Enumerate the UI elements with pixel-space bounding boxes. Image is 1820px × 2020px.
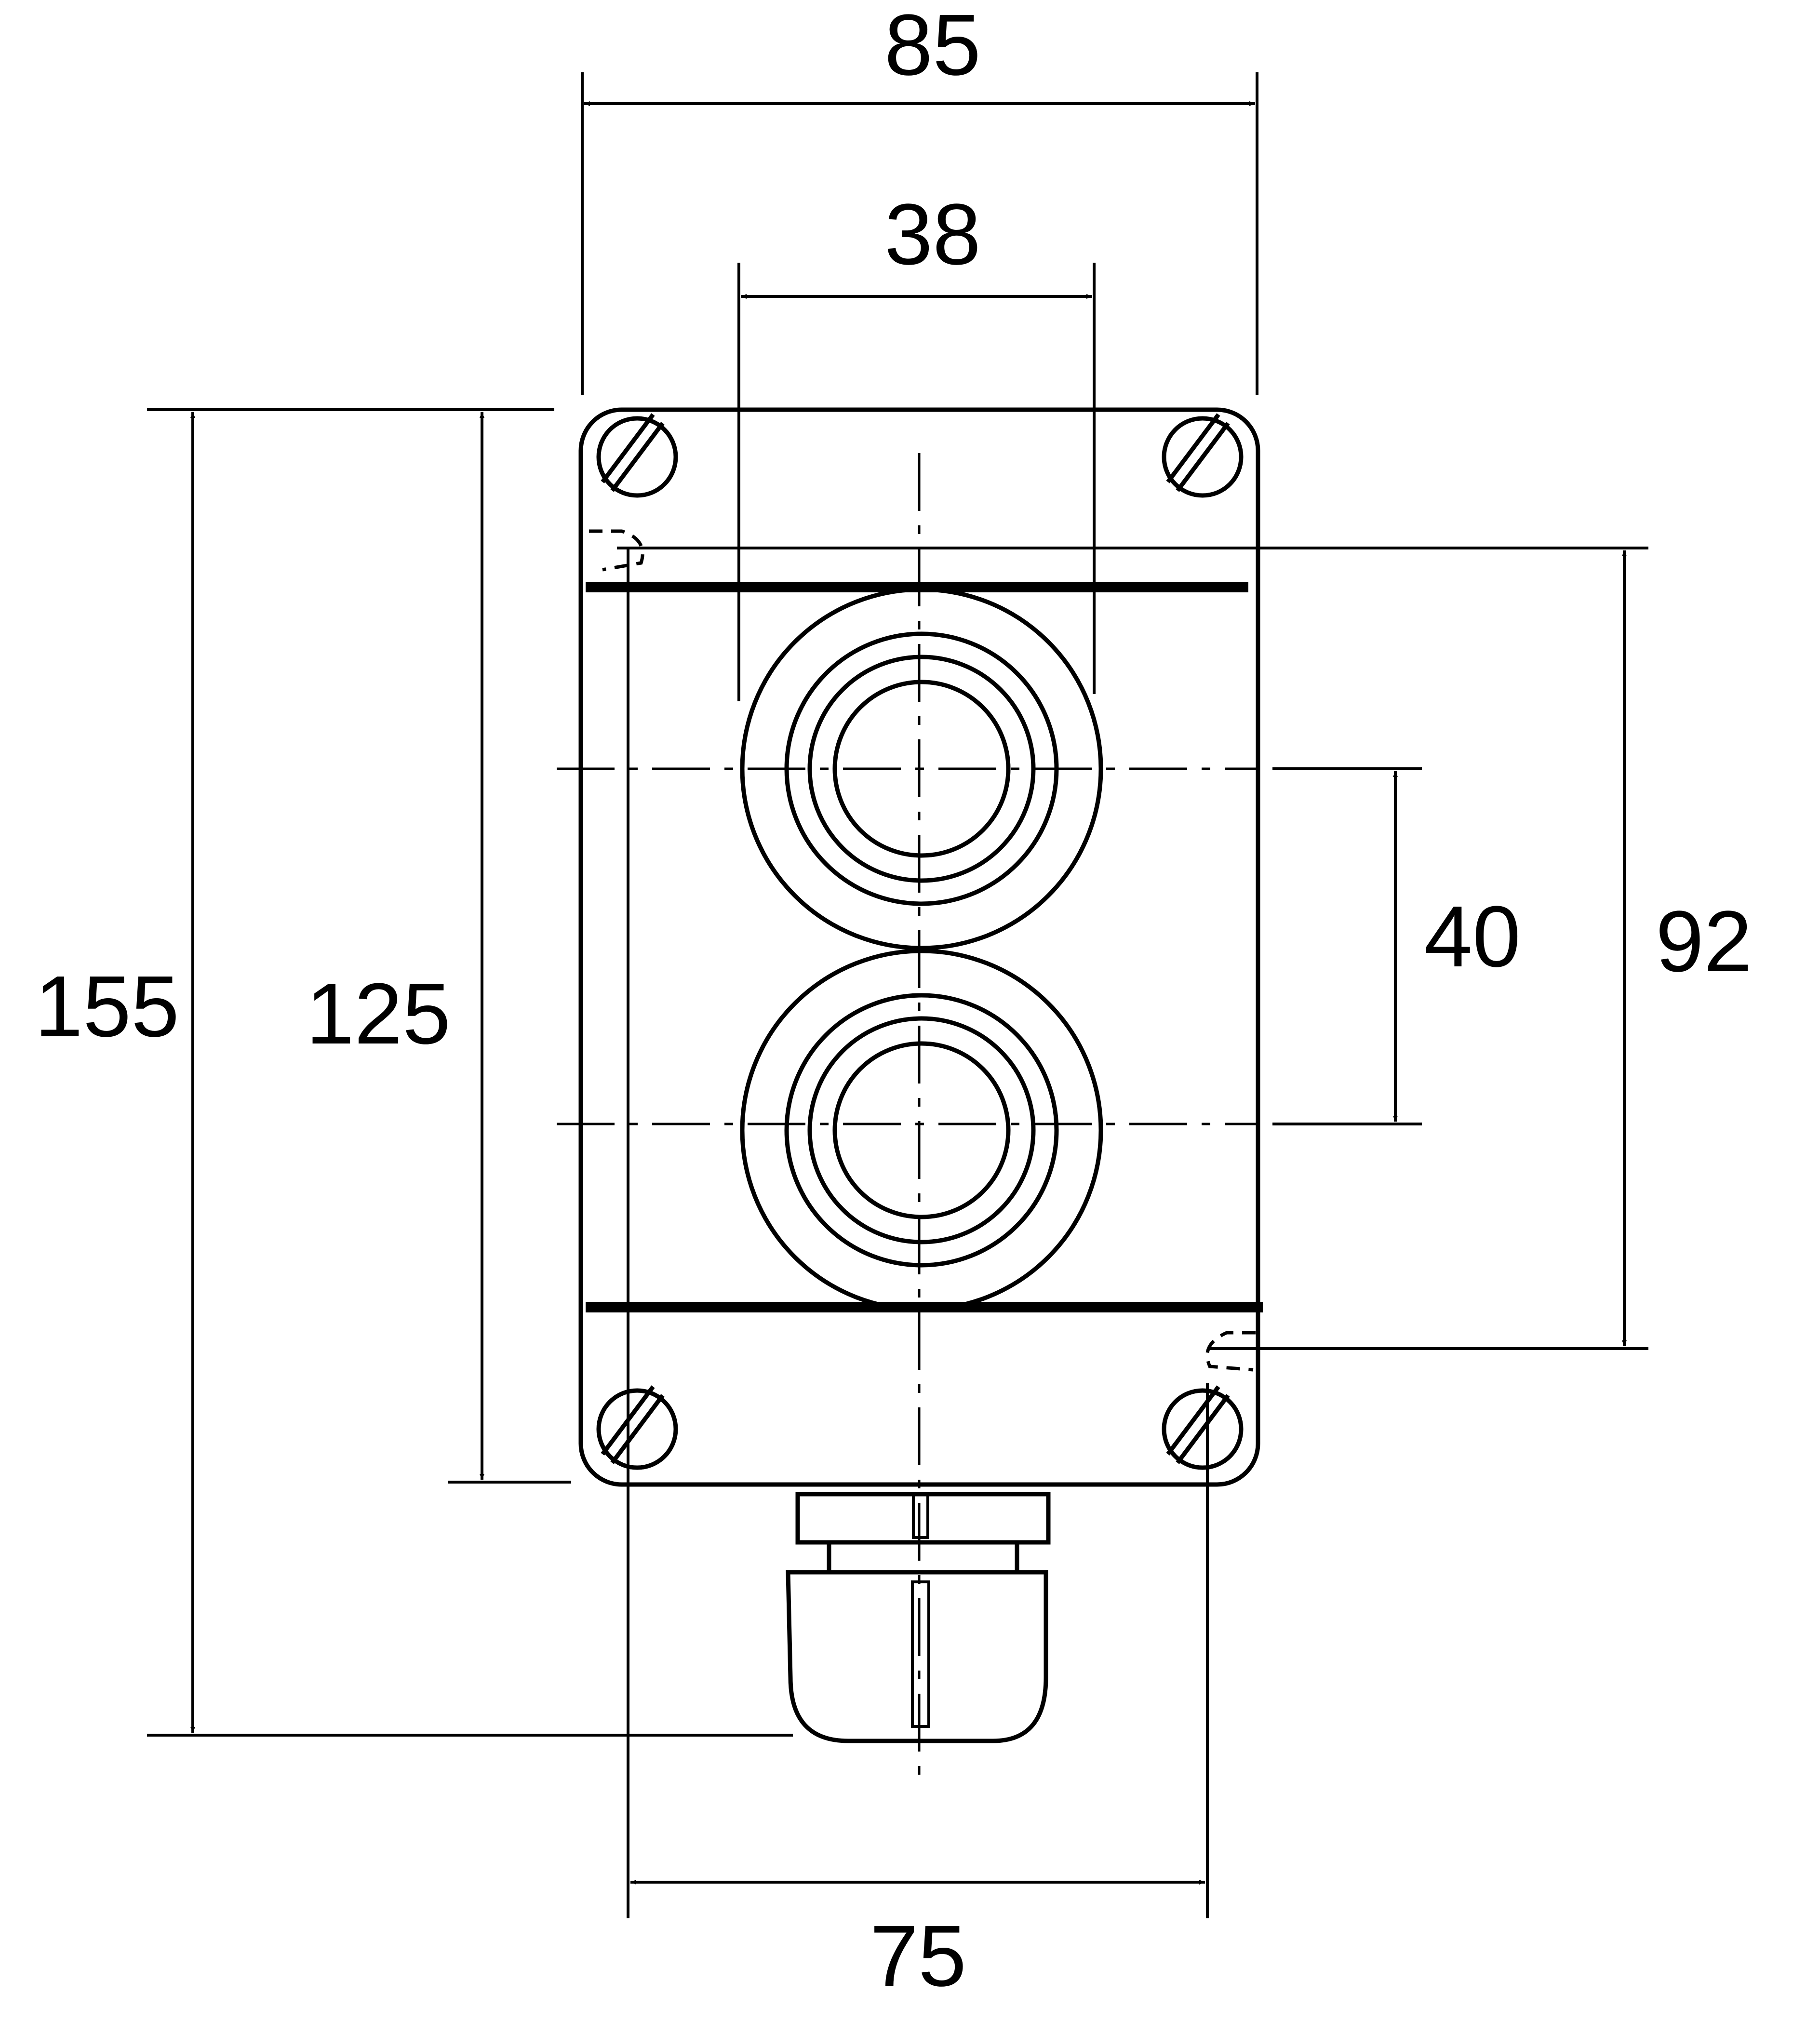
dimension-lines: [147, 72, 1648, 1918]
screw-bottom-left: [596, 1385, 678, 1470]
screw-bottom-right: [1162, 1385, 1244, 1470]
housing: [578, 407, 1263, 1487]
dimension-labels: 85 38 155 125 40 92 75: [35, 0, 1752, 2005]
hidden-hole-markers: [589, 529, 1256, 1372]
label-mount-width: 75: [870, 1908, 966, 2005]
label-mount-height: 92: [1656, 893, 1752, 990]
dimension-arrows: [190, 101, 1627, 1885]
push-button-bottom: [740, 949, 1103, 1312]
label-button-spacing: 40: [1424, 888, 1521, 985]
screw-top-right: [1162, 413, 1244, 498]
label-overall-height: 155: [35, 958, 179, 1055]
label-button-diameter: 38: [884, 186, 981, 283]
center-lines: [557, 453, 1258, 1783]
cable-gland: [786, 1492, 1051, 1743]
screw-top-left: [596, 413, 678, 498]
push-button-top: [740, 587, 1103, 950]
label-overall-width: 85: [884, 0, 981, 94]
label-housing-height: 125: [306, 965, 451, 1062]
